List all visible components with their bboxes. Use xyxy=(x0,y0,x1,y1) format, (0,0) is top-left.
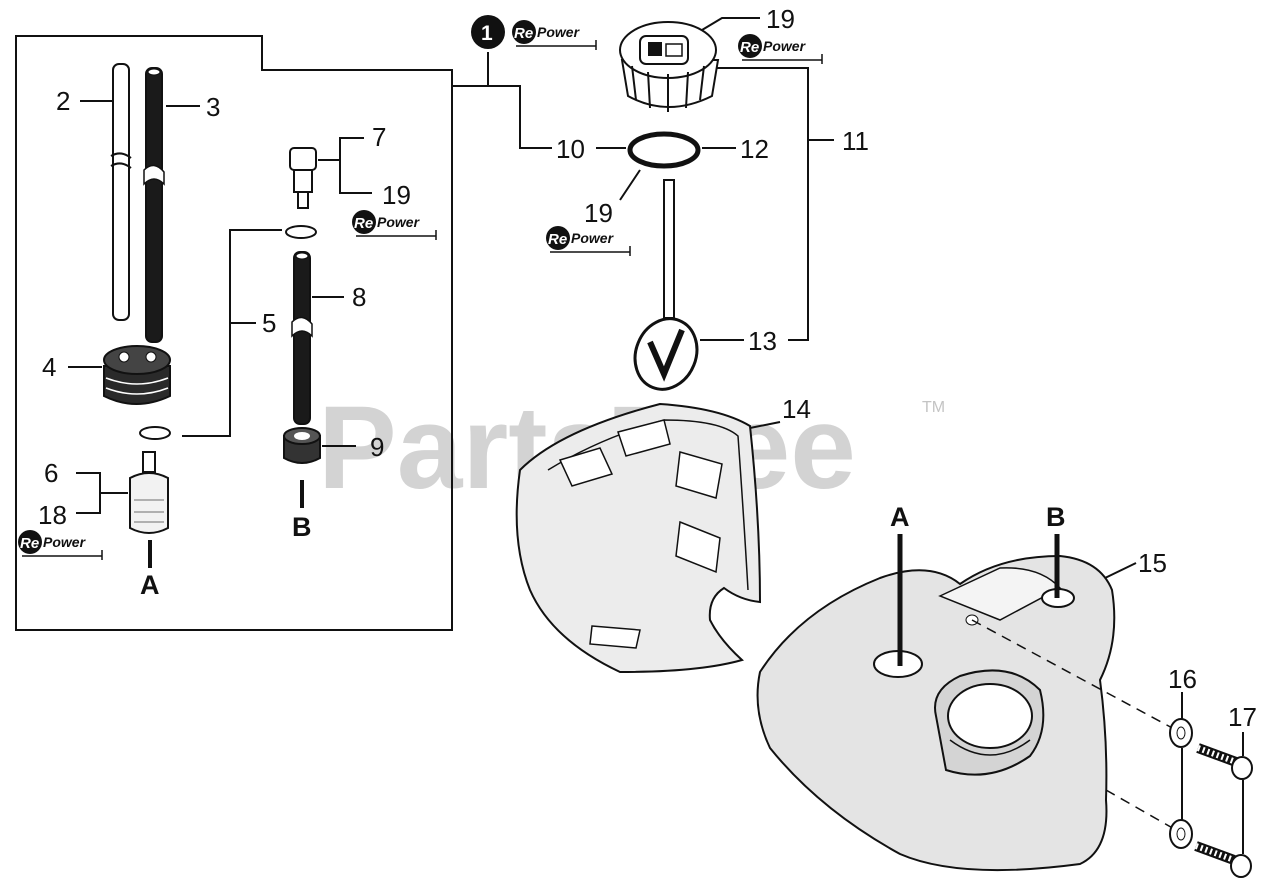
badge-power: Power xyxy=(377,214,421,230)
badge-re: Re xyxy=(514,25,533,42)
fuel-tank-part-15 xyxy=(756,554,1116,872)
dashed-leaders xyxy=(971,619,1177,831)
badge-re: Re xyxy=(354,215,373,232)
o-ring-right xyxy=(285,225,317,239)
gasket-part-12 xyxy=(627,131,701,169)
fuel-line-part-3 xyxy=(143,67,165,343)
badge-power: Power xyxy=(763,38,807,54)
label-19-fitting: 19 xyxy=(382,180,411,210)
fitting-part-7 xyxy=(289,147,317,209)
label-13: 13 xyxy=(748,326,777,356)
callout-1-text: 1 xyxy=(481,22,493,45)
label-6: 6 xyxy=(44,458,58,488)
fuel-strainer-part-13 xyxy=(633,179,699,391)
badge-power: Power xyxy=(43,534,87,550)
watermark-tm: TM xyxy=(922,399,945,416)
fuel-line-part-8 xyxy=(291,251,313,425)
label-10: 10 xyxy=(556,134,585,164)
label-19-gasket: 19 xyxy=(584,198,613,228)
label-12: 12 xyxy=(740,134,769,164)
label-17: 17 xyxy=(1228,702,1257,732)
label-4: 4 xyxy=(42,352,56,382)
label-B-inset: B xyxy=(292,512,312,542)
fuel-filter-part-6 xyxy=(129,451,169,534)
repower-badge-1: Re Power xyxy=(512,20,597,50)
badge-power: Power xyxy=(571,230,615,246)
repower-badge-2: Re Power xyxy=(738,34,823,64)
label-8: 8 xyxy=(352,282,366,312)
label-14: 14 xyxy=(782,394,811,424)
label-18: 18 xyxy=(38,500,67,530)
inset-frame xyxy=(15,35,453,631)
label-A-tank: A xyxy=(890,502,910,532)
tank-guard-part-14 xyxy=(515,402,762,674)
badge-re: Re xyxy=(548,231,567,248)
o-ring-left xyxy=(139,426,171,440)
badge-re: Re xyxy=(20,535,39,552)
repower-badge-4: Re Power xyxy=(546,226,631,256)
repower-badge-3: Re Power xyxy=(352,210,437,240)
grommet-part-4 xyxy=(103,345,171,405)
leader-lines-cap xyxy=(452,17,1137,579)
badge-power: Power xyxy=(537,24,581,40)
repower-badge-5: Re Power xyxy=(18,530,103,560)
label-A-inset: A xyxy=(140,570,160,600)
label-7: 7 xyxy=(372,122,386,152)
grommet-part-9 xyxy=(283,427,321,464)
label-5: 5 xyxy=(262,308,276,338)
badge-re: Re xyxy=(740,39,759,56)
fuel-cap-part-19 xyxy=(619,21,720,112)
leader-lines-inset xyxy=(68,100,372,514)
screws-part-17 xyxy=(1194,743,1253,878)
label-15: 15 xyxy=(1138,548,1167,578)
label-11: 11 xyxy=(842,126,869,156)
label-9: 9 xyxy=(370,432,384,462)
label-19-cap: 19 xyxy=(766,4,795,34)
label-B-tank: B xyxy=(1046,502,1066,532)
assembly-callout-1: 1 xyxy=(471,15,505,49)
label-16: 16 xyxy=(1168,664,1197,694)
label-2: 2 xyxy=(56,86,70,116)
fuel-line-part-2 xyxy=(110,63,132,321)
label-3: 3 xyxy=(206,92,220,122)
